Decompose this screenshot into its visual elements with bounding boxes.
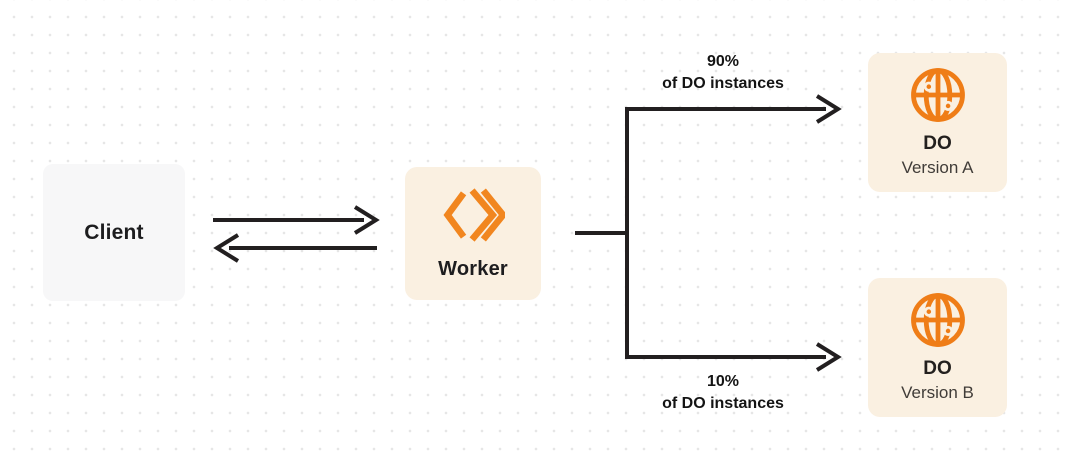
workers-icon — [441, 186, 508, 244]
client-label: Client — [84, 220, 144, 244]
do-version-a-node: DO Version A — [868, 53, 1007, 192]
do-a-subtitle: Version A — [901, 158, 974, 177]
top-branch-percent: 90% — [706, 53, 740, 70]
connector-branch — [625, 107, 826, 359]
top-branch-caption: of DO instances — [662, 75, 784, 92]
do-version-b-node: DO Version B — [868, 278, 1007, 417]
do-b-title: DO — [923, 358, 952, 379]
bottom-branch-percent: 10% — [706, 373, 740, 390]
arrow-worker-to-client-head — [213, 233, 240, 263]
arrow-client-to-worker-head — [353, 205, 380, 235]
do-a-title: DO — [923, 133, 952, 154]
client-node: Client — [43, 164, 185, 301]
arrow-branch-bottom-head — [815, 342, 842, 372]
globe-icon — [910, 292, 966, 348]
worker-label: Worker — [438, 258, 508, 280]
bottom-branch-caption: of DO instances — [662, 395, 784, 412]
worker-node: Worker — [405, 167, 541, 300]
top-branch-label: 90% of DO instances — [603, 51, 843, 95]
arrow-branch-top-head — [815, 94, 842, 124]
bottom-branch-label: 10% of DO instances — [603, 371, 843, 415]
do-b-subtitle: Version B — [901, 383, 974, 402]
globe-icon — [910, 67, 966, 123]
